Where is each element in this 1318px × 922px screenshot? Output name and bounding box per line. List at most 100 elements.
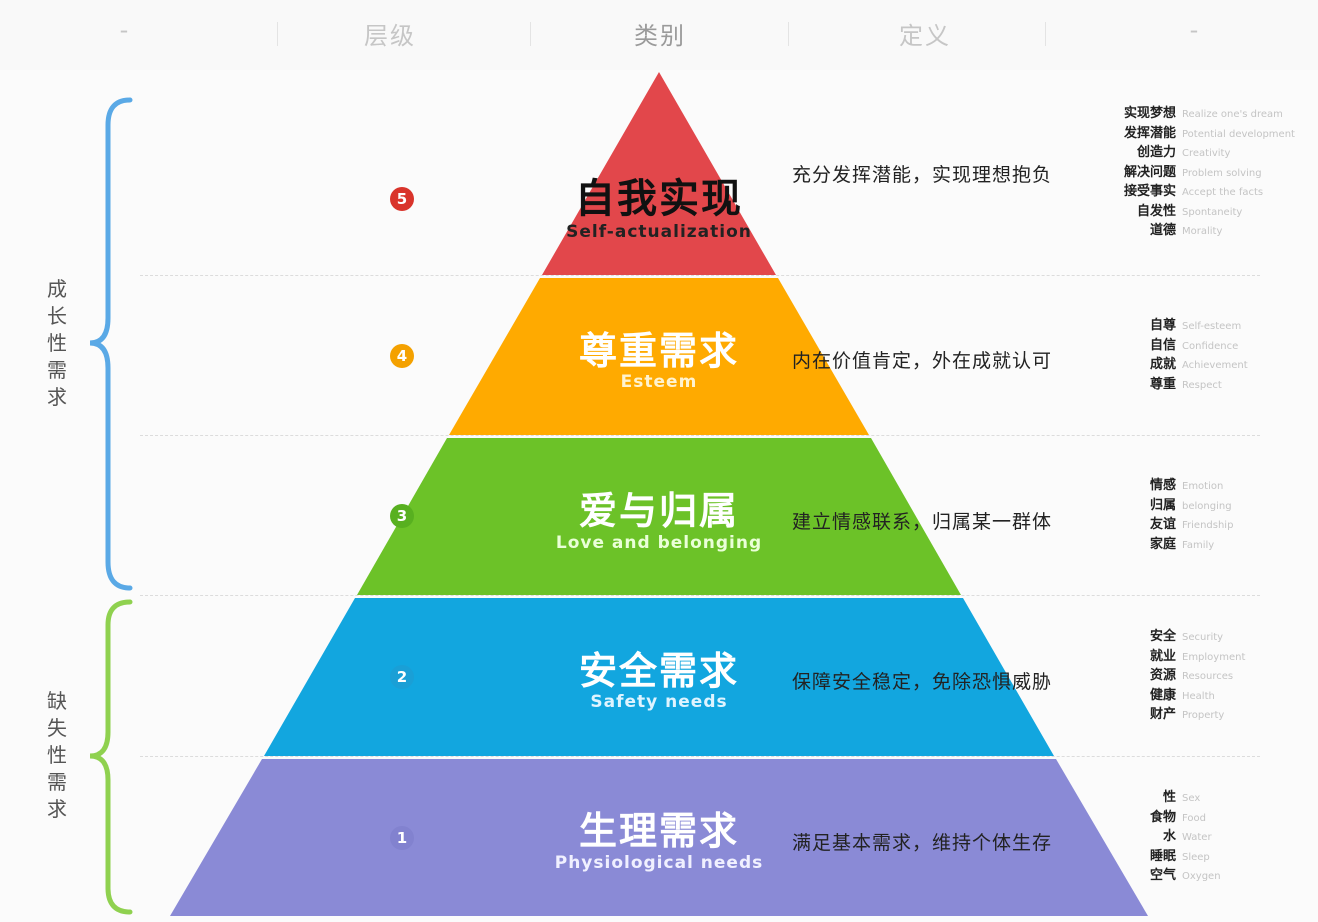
list-item: 接受事实 Accept the facts — [1110, 182, 1310, 202]
item-cn: 食物 — [1149, 809, 1176, 825]
pyramid-tier-5 — [542, 72, 776, 275]
growth-needs-char: 需 — [47, 358, 67, 382]
item-cn: 安全 — [1149, 629, 1176, 644]
tier-2-subtitle: Safety needs — [590, 692, 728, 712]
item-cn: 道德 — [1149, 223, 1176, 238]
item-cn: 解决问题 — [1123, 164, 1176, 180]
list-item: 发挥潜能 Potential development — [1110, 124, 1310, 144]
growth-needs-char: 成 — [47, 277, 67, 301]
item-en: Self-esteem — [1182, 321, 1242, 332]
list-item: 解决问题 Problem solving — [1110, 163, 1310, 183]
deficiency-needs-char: 性 — [47, 743, 67, 767]
item-en: Property — [1182, 710, 1225, 721]
list-item: 道德 Morality — [1110, 221, 1310, 241]
tier-2-definition: 保障安全稳定，免除恐惧威胁 — [792, 671, 1053, 693]
item-cn: 家庭 — [1149, 536, 1176, 552]
item-en: Spontaneity — [1182, 206, 1243, 218]
row-divider — [140, 275, 1260, 276]
deficiency-needs-label: 缺 失 性 需 求 — [44, 688, 70, 823]
deficiency-needs-char: 需 — [47, 770, 67, 794]
item-cn: 归属 — [1149, 497, 1176, 513]
item-en: Accept the facts — [1182, 187, 1264, 198]
item-en: Respect — [1182, 379, 1222, 391]
row-divider — [140, 595, 1260, 596]
item-en: Security — [1182, 632, 1224, 643]
item-en: Employment — [1182, 651, 1246, 663]
item-en: Problem solving — [1182, 167, 1262, 179]
list-item: 健康 Health — [1110, 686, 1310, 706]
list-item: 成就 Achievement — [1110, 355, 1310, 375]
tier-3-title: 爱与归属 — [578, 489, 739, 533]
item-cn: 友谊 — [1149, 517, 1176, 532]
tier-1-subtitle: Physiological needs — [554, 853, 764, 873]
deficiency-needs-brace — [89, 599, 133, 915]
tier-1-title: 生理需求 — [578, 809, 739, 853]
deficiency-needs-char: 求 — [47, 797, 67, 821]
growth-needs-char: 性 — [47, 331, 67, 355]
item-cn: 成就 — [1149, 357, 1176, 372]
tier-5-title: 自我实现 — [575, 176, 743, 222]
deficiency-needs-char: 缺 — [47, 689, 67, 713]
tier-3-definition: 建立情感联系，归属某一群体 — [792, 511, 1053, 533]
item-cn: 实现梦想 — [1123, 106, 1176, 121]
item-cn: 健康 — [1149, 687, 1176, 703]
level-badge-5: 5 — [390, 187, 414, 211]
item-cn: 接受事实 — [1123, 184, 1176, 199]
pyramid-tier-3 — [357, 438, 961, 595]
item-en: belonging — [1182, 500, 1232, 512]
item-cn: 创造力 — [1136, 145, 1176, 160]
level-badge-3: 3 — [390, 504, 414, 528]
growth-needs-label: 成 长 性 需 求 — [44, 276, 70, 411]
item-en: Confidence — [1182, 340, 1239, 352]
list-item: 水 Water — [1110, 827, 1310, 847]
header-col-dash-right: - — [1189, 16, 1201, 44]
item-cn: 自信 — [1149, 337, 1176, 353]
item-en: Potential development — [1182, 128, 1295, 140]
item-cn: 发挥潜能 — [1123, 125, 1176, 141]
growth-needs-char: 求 — [47, 385, 67, 409]
item-en: Food — [1182, 812, 1206, 824]
tier-3-subtitle: Love and belonging — [555, 533, 763, 553]
tier-2-items: 安全 Security 就业 Employment 资源 Resources 健康 He… — [1110, 627, 1310, 725]
item-en: Creativity — [1182, 148, 1231, 159]
tier-5-definition: 充分发挥潜能，实现理想抱负 — [792, 164, 1053, 186]
header-col-category: 类别 — [634, 22, 686, 50]
tier-4-items: 自尊 Self-esteem 自信 Confidence 成就 Achievement… — [1110, 316, 1310, 394]
header-col-definition: 定义 — [899, 22, 951, 50]
item-cn: 水 — [1162, 829, 1176, 844]
list-item: 资源 Resources — [1110, 666, 1310, 686]
tier-4-definition: 内在价值肯定，外在成就认可 — [792, 350, 1053, 372]
item-cn: 性 — [1162, 790, 1176, 805]
header-col-dash-left: - — [119, 16, 131, 44]
header-divider — [530, 22, 531, 46]
item-en: Health — [1182, 690, 1215, 702]
item-en: Resources — [1182, 671, 1234, 682]
level-badge-4: 4 — [390, 344, 414, 368]
item-en: Friendship — [1182, 520, 1234, 531]
item-cn: 自尊 — [1149, 318, 1176, 333]
item-en: Sleep — [1182, 851, 1210, 863]
tier-1-definition: 满足基本需求，维持个体生存 — [792, 832, 1053, 854]
item-en: Water — [1182, 832, 1212, 843]
pyramid-tier-2 — [264, 598, 1054, 756]
item-cn: 空气 — [1149, 868, 1176, 883]
list-item: 就业 Employment — [1110, 647, 1310, 667]
tier-2-title: 安全需求 — [578, 649, 739, 693]
row-divider — [140, 756, 1260, 757]
item-en: Morality — [1182, 226, 1223, 237]
item-cn: 就业 — [1149, 648, 1176, 664]
table-header: - 层级 类别 定义 - — [0, 0, 1318, 70]
item-en: Achievement — [1182, 360, 1248, 371]
list-item: 自信 Confidence — [1110, 336, 1310, 356]
item-cn: 资源 — [1149, 668, 1176, 683]
